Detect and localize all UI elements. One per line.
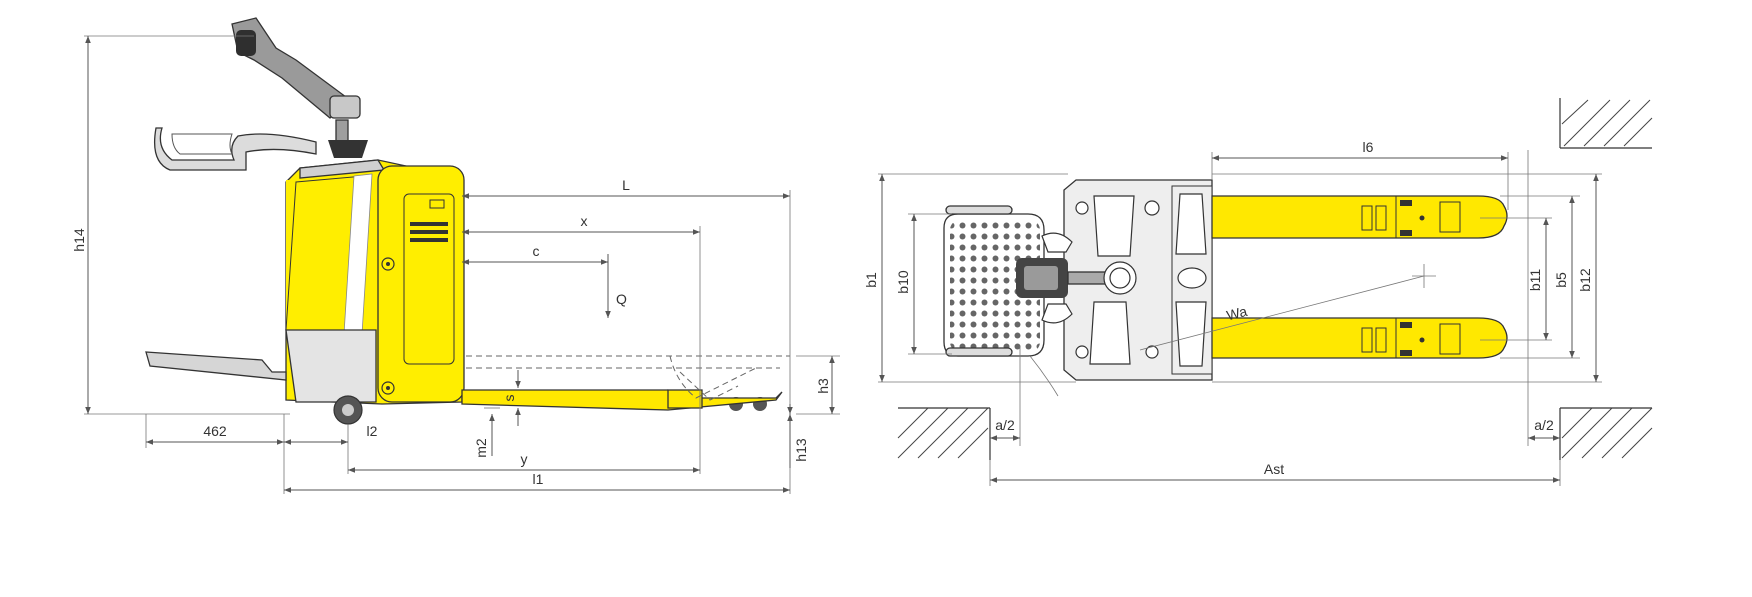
label-s: s (501, 395, 517, 402)
label-c: c (533, 243, 540, 259)
label-a2-left: a/2 (995, 417, 1015, 433)
label-b11: b11 (1527, 269, 1543, 292)
label-462: 462 (203, 423, 227, 439)
side-forks (461, 355, 790, 411)
side-dimensions (84, 35, 840, 494)
label-L: L (622, 177, 630, 193)
truck-body (285, 159, 465, 405)
label-b12: b12 (1577, 268, 1593, 292)
label-x: x (581, 213, 588, 229)
label-b10: b10 (895, 270, 911, 294)
label-l2: l2 (367, 423, 378, 439)
top-forks (1211, 195, 1508, 359)
aisle-walls (897, 98, 1653, 460)
label-m2: m2 (473, 438, 489, 458)
label-l6: l6 (1363, 139, 1374, 155)
tiller-top (1016, 232, 1137, 324)
label-l1: l1 (533, 471, 544, 487)
label-Q: Q (616, 291, 627, 307)
top-dimensions (878, 150, 1602, 486)
label-b5: b5 (1553, 272, 1569, 288)
operator-platform (145, 351, 287, 381)
label-a2-right: a/2 (1534, 417, 1554, 433)
label-Ast: Ast (1264, 461, 1284, 477)
side-view: h14 L x c Q s h3 462 l2 m2 y h13 l1 (71, 17, 840, 494)
label-Wa: Wa (1225, 303, 1249, 324)
turning-radius-line (1139, 275, 1425, 351)
tiller-handle (231, 17, 368, 158)
label-h3: h3 (815, 378, 831, 394)
top-view: l6 b1 b10 Wa b11 b5 b12 a/2 a/2 Ast (863, 98, 1653, 486)
label-h13: h13 (793, 438, 809, 462)
grab-handle (153, 127, 317, 171)
label-b1: b1 (863, 272, 879, 288)
label-y: y (521, 451, 528, 467)
label-h14: h14 (71, 228, 87, 252)
